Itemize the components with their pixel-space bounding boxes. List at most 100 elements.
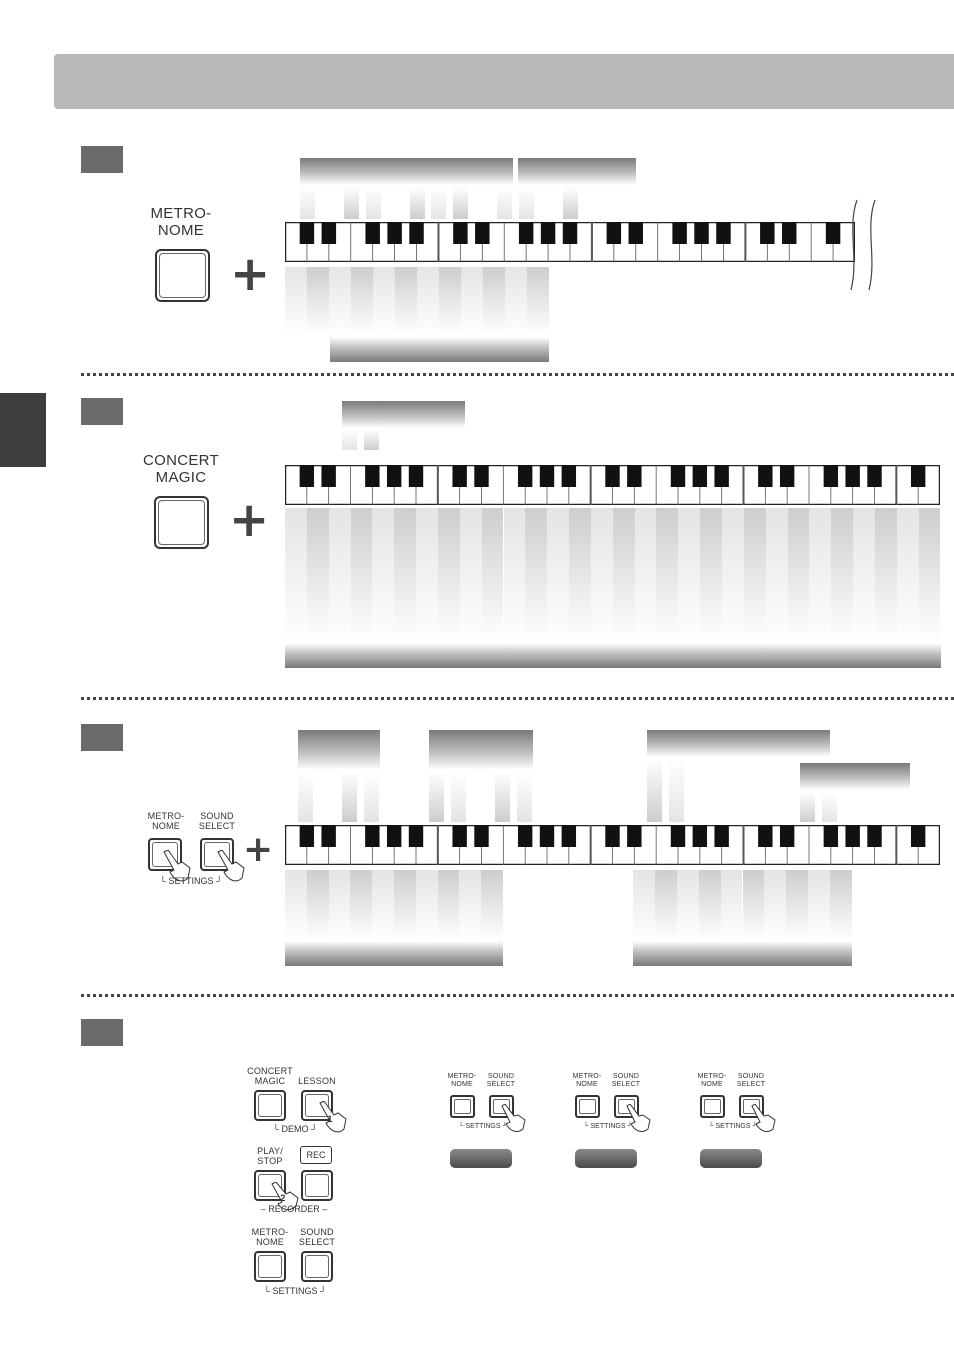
black-key[interactable]	[299, 465, 315, 487]
black-key[interactable]	[539, 825, 555, 847]
black-key[interactable]	[517, 465, 533, 487]
black-key[interactable]	[540, 222, 556, 244]
black-key[interactable]	[452, 465, 467, 487]
black-key[interactable]	[562, 222, 578, 244]
metronome-button-small[interactable]	[575, 1095, 600, 1118]
metro-line2: NOME	[701, 1081, 723, 1088]
black-key[interactable]	[760, 222, 775, 244]
black-key[interactable]	[716, 222, 731, 244]
black-key[interactable]	[321, 465, 336, 487]
panel-cm-line2: MAGIC	[254, 1076, 286, 1086]
black-key[interactable]	[453, 222, 468, 244]
rec-button-small[interactable]	[301, 1170, 333, 1201]
black-key[interactable]	[321, 825, 336, 847]
black-key[interactable]	[910, 465, 926, 487]
metro-line2: NOME	[451, 1081, 473, 1088]
key-highlight-stripe	[547, 508, 570, 642]
black-key[interactable]	[605, 465, 620, 487]
black-key[interactable]	[299, 825, 315, 847]
divider-3	[81, 994, 954, 997]
panel-ss-line2: SELECT	[298, 1237, 336, 1247]
sound-select-button-panel[interactable]	[301, 1251, 333, 1282]
black-key[interactable]	[867, 465, 882, 487]
key-highlight-stripe	[481, 508, 504, 642]
keyboard-1[interactable]	[284, 221, 856, 263]
black-key[interactable]	[386, 825, 402, 847]
play-stop-small-label: PLAY/ STOP	[245, 1146, 295, 1166]
keyboard-3[interactable]	[284, 824, 941, 866]
black-key[interactable]	[779, 465, 795, 487]
black-key[interactable]	[627, 465, 642, 487]
key-highlight-stripe	[344, 187, 359, 219]
step-marker-1	[81, 146, 123, 173]
concert-magic-label-line1: CONCERT	[143, 452, 219, 469]
black-key[interactable]	[561, 465, 577, 487]
black-key[interactable]	[475, 222, 490, 244]
sound-select-button-small[interactable]	[489, 1095, 514, 1118]
black-key[interactable]	[845, 825, 860, 847]
black-key[interactable]	[781, 222, 797, 244]
black-key[interactable]	[627, 825, 642, 847]
metronome-button-small[interactable]	[700, 1095, 725, 1118]
black-key[interactable]	[561, 825, 577, 847]
black-key[interactable]	[910, 825, 926, 847]
black-key[interactable]	[539, 465, 555, 487]
black-key[interactable]	[867, 825, 882, 847]
key-highlight-stripe	[786, 870, 809, 940]
step3-label-bar-3	[647, 730, 830, 757]
settings-label-text: SETTINGS	[168, 876, 214, 886]
key-highlight-stripe	[373, 267, 395, 335]
black-key[interactable]	[606, 222, 622, 244]
keyboard-break-icon	[850, 199, 876, 291]
black-key[interactable]	[408, 825, 424, 847]
key-highlight-stripe	[364, 430, 379, 450]
sound-select-button-small[interactable]	[614, 1095, 639, 1118]
concert-magic-button-small[interactable]	[254, 1090, 286, 1121]
black-key[interactable]	[672, 222, 687, 244]
metronome-button-small[interactable]	[450, 1095, 475, 1118]
black-key[interactable]	[758, 465, 773, 487]
step-marker-3	[81, 724, 123, 751]
finger-number-1: 1	[327, 1114, 333, 1124]
black-key[interactable]	[365, 465, 380, 487]
black-key[interactable]	[825, 222, 841, 244]
black-key[interactable]	[299, 222, 315, 244]
black-key[interactable]	[517, 825, 533, 847]
key-highlight-stripe	[743, 508, 766, 642]
step3-metro-line1: METRO-	[147, 811, 185, 821]
black-key[interactable]	[692, 825, 708, 847]
sound-select-small-label: SOUND SELECT	[604, 1073, 648, 1089]
metronome-label-line1: METRO-	[150, 205, 212, 222]
black-key[interactable]	[628, 222, 644, 244]
black-key[interactable]	[694, 222, 709, 244]
black-key[interactable]	[365, 825, 380, 847]
divider-2	[81, 697, 954, 700]
black-key[interactable]	[823, 825, 839, 847]
black-key[interactable]	[823, 465, 839, 487]
black-key[interactable]	[758, 825, 773, 847]
black-key[interactable]	[409, 222, 424, 244]
black-key[interactable]	[692, 465, 708, 487]
black-key[interactable]	[670, 465, 686, 487]
black-key[interactable]	[518, 222, 534, 244]
black-key[interactable]	[670, 825, 686, 847]
black-key[interactable]	[408, 465, 424, 487]
black-key[interactable]	[452, 825, 467, 847]
keyboard-2[interactable]	[284, 464, 941, 506]
metronome-button[interactable]	[155, 249, 210, 302]
black-key[interactable]	[321, 222, 337, 244]
black-key[interactable]	[714, 825, 729, 847]
black-key[interactable]	[387, 222, 402, 244]
black-key[interactable]	[845, 465, 860, 487]
black-key[interactable]	[714, 465, 729, 487]
black-key[interactable]	[474, 465, 489, 487]
black-key[interactable]	[779, 825, 795, 847]
black-key[interactable]	[605, 825, 620, 847]
metronome-button-panel[interactable]	[254, 1251, 286, 1282]
black-key[interactable]	[386, 465, 402, 487]
rec-label-box: REC	[300, 1146, 332, 1164]
black-key[interactable]	[365, 222, 380, 244]
key-highlight-stripe	[678, 508, 701, 642]
black-key[interactable]	[474, 825, 489, 847]
concert-magic-button[interactable]	[154, 496, 209, 549]
